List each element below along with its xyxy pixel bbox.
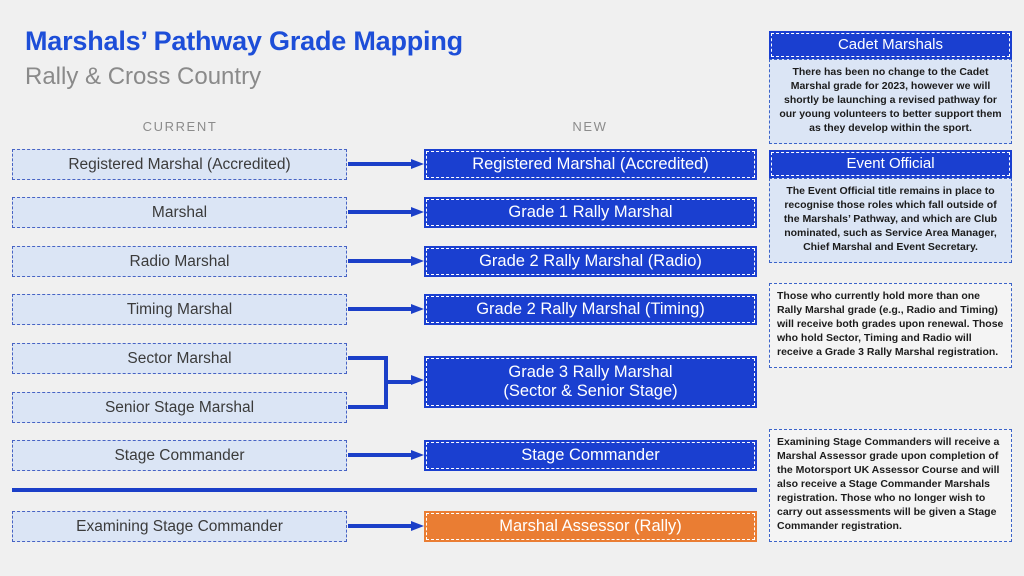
arrow-radio-marshal [348,256,424,266]
current-role-label: Marshal [151,203,208,221]
info-panel-heading: Event Official [769,150,1012,178]
new-role-label-line1: Grade 3 Rally Marshal [508,362,673,381]
section-divider [12,488,757,492]
info-panel-body: The Event Official title remains in plac… [769,178,1012,263]
new-role-stage-commander[interactable]: Stage Commander [424,440,757,471]
current-role-timing-marshal[interactable]: Timing Marshal [12,294,347,325]
current-role-senior-stage-marshal[interactable]: Senior Stage Marshal [12,392,347,423]
info-panel-heading: Cadet Marshals [769,31,1012,59]
bracket-connector-sector-senior [348,353,424,413]
arrow-registered-marshal [348,159,424,169]
new-role-grade-1-rally-marshal[interactable]: Grade 1 Rally Marshal [424,197,757,228]
current-role-label: Stage Commander [114,446,245,464]
arrow-stage-commander [348,450,424,460]
arrow-marshal-assessor [348,521,424,531]
arrow-timing-marshal [348,304,424,314]
new-role-label: Grade 2 Rally Marshal (Timing) [476,299,705,318]
page-title: Marshals’ Pathway Grade Mapping [25,26,463,56]
current-role-label: Radio Marshal [129,252,230,270]
new-role-label-line2: (Sector & Senior Stage) [503,382,678,400]
current-role-stage-commander[interactable]: Stage Commander [12,440,347,471]
info-panel-body: Those who currently hold more than one R… [769,283,1012,368]
info-panel-assessor-note: Examining Stage Commanders will receive … [769,429,1012,542]
column-heading-new: NEW [572,119,608,134]
new-role-marshal-assessor-rally[interactable]: Marshal Assessor (Rally) [424,511,757,542]
current-role-label: Timing Marshal [126,300,233,318]
new-role-grade-2-rally-marshal-radio[interactable]: Grade 2 Rally Marshal (Radio) [424,246,757,277]
new-role-label: Marshal Assessor (Rally) [499,516,682,535]
current-role-radio-marshal[interactable]: Radio Marshal [12,246,347,277]
current-role-examining-stage-commander[interactable]: Examining Stage Commander [12,511,347,542]
page-subtitle: Rally & Cross Country [25,63,262,90]
current-role-label: Sector Marshal [127,349,232,367]
info-panel-multiple-grades-note: Those who currently hold more than one R… [769,283,1012,368]
column-heading-current: CURRENT [142,119,218,134]
arrow-marshal [348,207,424,217]
new-role-label: Registered Marshal (Accredited) [472,154,709,173]
current-role-label: Senior Stage Marshal [104,398,255,416]
info-panel-body: There has been no change to the Cadet Ma… [769,59,1012,144]
info-panel-event-official: Event Official The Event Official title … [769,150,1012,263]
new-role-label: Grade 1 Rally Marshal [508,202,673,221]
current-role-marshal[interactable]: Marshal [12,197,347,228]
current-role-registered-marshal[interactable]: Registered Marshal (Accredited) [12,149,347,180]
current-role-label: Registered Marshal (Accredited) [68,155,291,173]
new-role-grade-2-rally-marshal-timing[interactable]: Grade 2 Rally Marshal (Timing) [424,294,757,325]
new-role-registered-marshal[interactable]: Registered Marshal (Accredited) [424,149,757,180]
new-role-label: Grade 2 Rally Marshal (Radio) [479,251,702,270]
arrow-grade-3 [348,375,424,385]
new-role-grade-3-rally-marshal[interactable]: Grade 3 Rally Marshal (Sector & Senior S… [424,356,757,408]
info-panel-body: Examining Stage Commanders will receive … [769,429,1012,542]
new-role-label: Stage Commander [521,445,660,464]
info-panel-cadet-marshals: Cadet Marshals There has been no change … [769,31,1012,144]
current-role-sector-marshal[interactable]: Sector Marshal [12,343,347,374]
current-role-label: Examining Stage Commander [76,517,283,535]
